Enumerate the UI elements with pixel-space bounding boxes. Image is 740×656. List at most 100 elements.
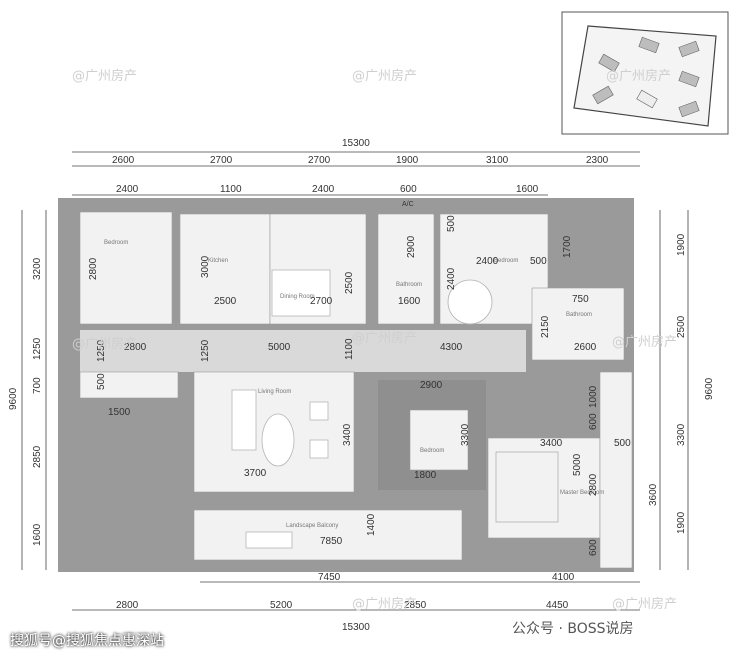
watermark: @广州房产 xyxy=(606,68,671,84)
sofa xyxy=(231,389,257,451)
storage-left xyxy=(79,371,179,399)
bed-3 xyxy=(409,409,469,471)
footer-source-left: 搜狐号@搜狐焦点惠深站 xyxy=(10,633,164,649)
dimension-lines xyxy=(21,151,689,611)
room-label: Bedroom xyxy=(494,258,518,264)
dim-bottom-3: 2850 xyxy=(404,600,427,611)
room-label: Bedroom xyxy=(420,448,444,454)
dim-int: 2900 xyxy=(420,380,443,391)
dim-inner-5: 1600 xyxy=(516,184,539,195)
block-1 xyxy=(598,53,620,73)
room-kitchen xyxy=(179,213,271,325)
dim-int: 500 xyxy=(614,438,631,449)
dim-int: 1000 xyxy=(588,385,599,408)
watermark: @广州房产 xyxy=(352,330,417,346)
dim-int: 4300 xyxy=(440,342,463,353)
wardrobe-right xyxy=(599,371,633,569)
watermark: @广州房产 xyxy=(72,336,137,352)
dim-bottom-mid-1: 7450 xyxy=(318,572,341,583)
dim-bottom-4: 4450 xyxy=(546,600,569,611)
watermark: @广州房产 xyxy=(72,68,137,84)
dim-int: 2500 xyxy=(214,296,237,307)
dim-int: 5000 xyxy=(572,453,583,476)
block-6 xyxy=(678,100,700,118)
dim-int: 750 xyxy=(572,294,589,305)
room-balcony xyxy=(193,509,463,561)
dim-top-5: 3100 xyxy=(486,155,509,166)
dim-int: 2600 xyxy=(574,342,597,353)
ac-label: A/C xyxy=(402,201,414,208)
dim-top-3: 2700 xyxy=(308,155,331,166)
bed-master xyxy=(495,451,559,523)
block-7 xyxy=(636,89,658,109)
dim-top-6: 2300 xyxy=(586,155,609,166)
dim-right-inner-2: 3600 xyxy=(648,483,659,506)
dim-top-1: 2600 xyxy=(112,155,135,166)
room-bathroom-1 xyxy=(377,213,435,325)
dim-right-inner-1: 1700 xyxy=(562,235,573,258)
block-2 xyxy=(592,85,614,105)
dim-bottom-2: 5200 xyxy=(270,600,293,611)
dim-int: 500 xyxy=(530,256,547,267)
dim-left-4: 2850 xyxy=(32,445,43,468)
room-label: Dining Room xyxy=(280,294,315,300)
dim-int: 500 xyxy=(446,215,457,232)
dim-right-4: 1900 xyxy=(676,511,687,534)
dim-top-2: 2700 xyxy=(210,155,233,166)
dim-int: 2800 xyxy=(588,473,599,496)
dim-inner-3: 2400 xyxy=(312,184,335,195)
dim-int: 5000 xyxy=(268,342,291,353)
site-key-map xyxy=(561,11,729,135)
dim-int: 7850 xyxy=(320,536,343,547)
dim-int: 2800 xyxy=(88,257,99,280)
dim-left-3: 700 xyxy=(32,377,43,394)
dim-left-total: 9600 xyxy=(8,387,19,410)
dim-int: 600 xyxy=(588,413,599,430)
room-label: Master Bedroom xyxy=(560,490,604,496)
room-bedroom-1 xyxy=(79,211,173,325)
round-tub xyxy=(447,279,493,325)
dim-int: 1250 xyxy=(200,339,211,362)
dim-inner-1: 2400 xyxy=(116,184,139,195)
dim-top-4: 1900 xyxy=(396,155,419,166)
dim-left-5: 1600 xyxy=(32,523,43,546)
dim-int: 2400 xyxy=(476,256,499,267)
room-label: Living Room xyxy=(258,389,291,395)
dim-int: 2400 xyxy=(446,267,457,290)
dim-int: 1400 xyxy=(366,513,377,536)
watermark: @广州房产 xyxy=(612,334,677,350)
dim-int: 2500 xyxy=(344,271,355,294)
block-3 xyxy=(638,36,660,54)
watermark: @广州房产 xyxy=(352,596,417,612)
plan-body: Bedroom Kitchen Dining Room Bathroom Bed… xyxy=(58,198,634,572)
armchair-2 xyxy=(309,439,329,459)
watermark: @广州房产 xyxy=(612,596,677,612)
dim-int: 2900 xyxy=(406,235,417,258)
armchair-1 xyxy=(309,401,329,421)
corridor xyxy=(80,330,526,372)
dim-inner-2: 1100 xyxy=(220,184,242,195)
coffee-table xyxy=(261,413,295,467)
room-label: Kitchen xyxy=(208,258,228,264)
footer-source-right: 公众号 · BOSS说房 xyxy=(512,621,634,637)
room-label: Landscape Balcony xyxy=(286,523,338,529)
dim-int: 2700 xyxy=(310,296,333,307)
dim-int: 3400 xyxy=(540,438,563,449)
dim-int: 1250 xyxy=(96,339,107,362)
dim-bottom-1: 2800 xyxy=(116,600,139,611)
block-5 xyxy=(678,70,700,88)
dim-bottom-mid-2: 4100 xyxy=(552,572,575,583)
dim-int: 1500 xyxy=(108,407,131,418)
dim-int: 1100 xyxy=(344,338,355,360)
dim-left-1: 3200 xyxy=(32,257,43,280)
dim-top-total: 15300 xyxy=(342,138,370,149)
dim-int: 2800 xyxy=(124,342,147,353)
balcony-seat xyxy=(245,531,293,549)
dim-left-2: 1250 xyxy=(32,337,43,360)
dim-bottom-total: 15300 xyxy=(342,622,370,633)
dim-right-1: 1900 xyxy=(676,233,687,256)
dim-int: 3300 xyxy=(460,423,471,446)
room-label: Bedroom xyxy=(104,240,128,246)
watermarks: @广州房产 @广州房产 @广州房产 @广州房产 @广州房产 @广州房产 @广州房… xyxy=(72,68,677,612)
